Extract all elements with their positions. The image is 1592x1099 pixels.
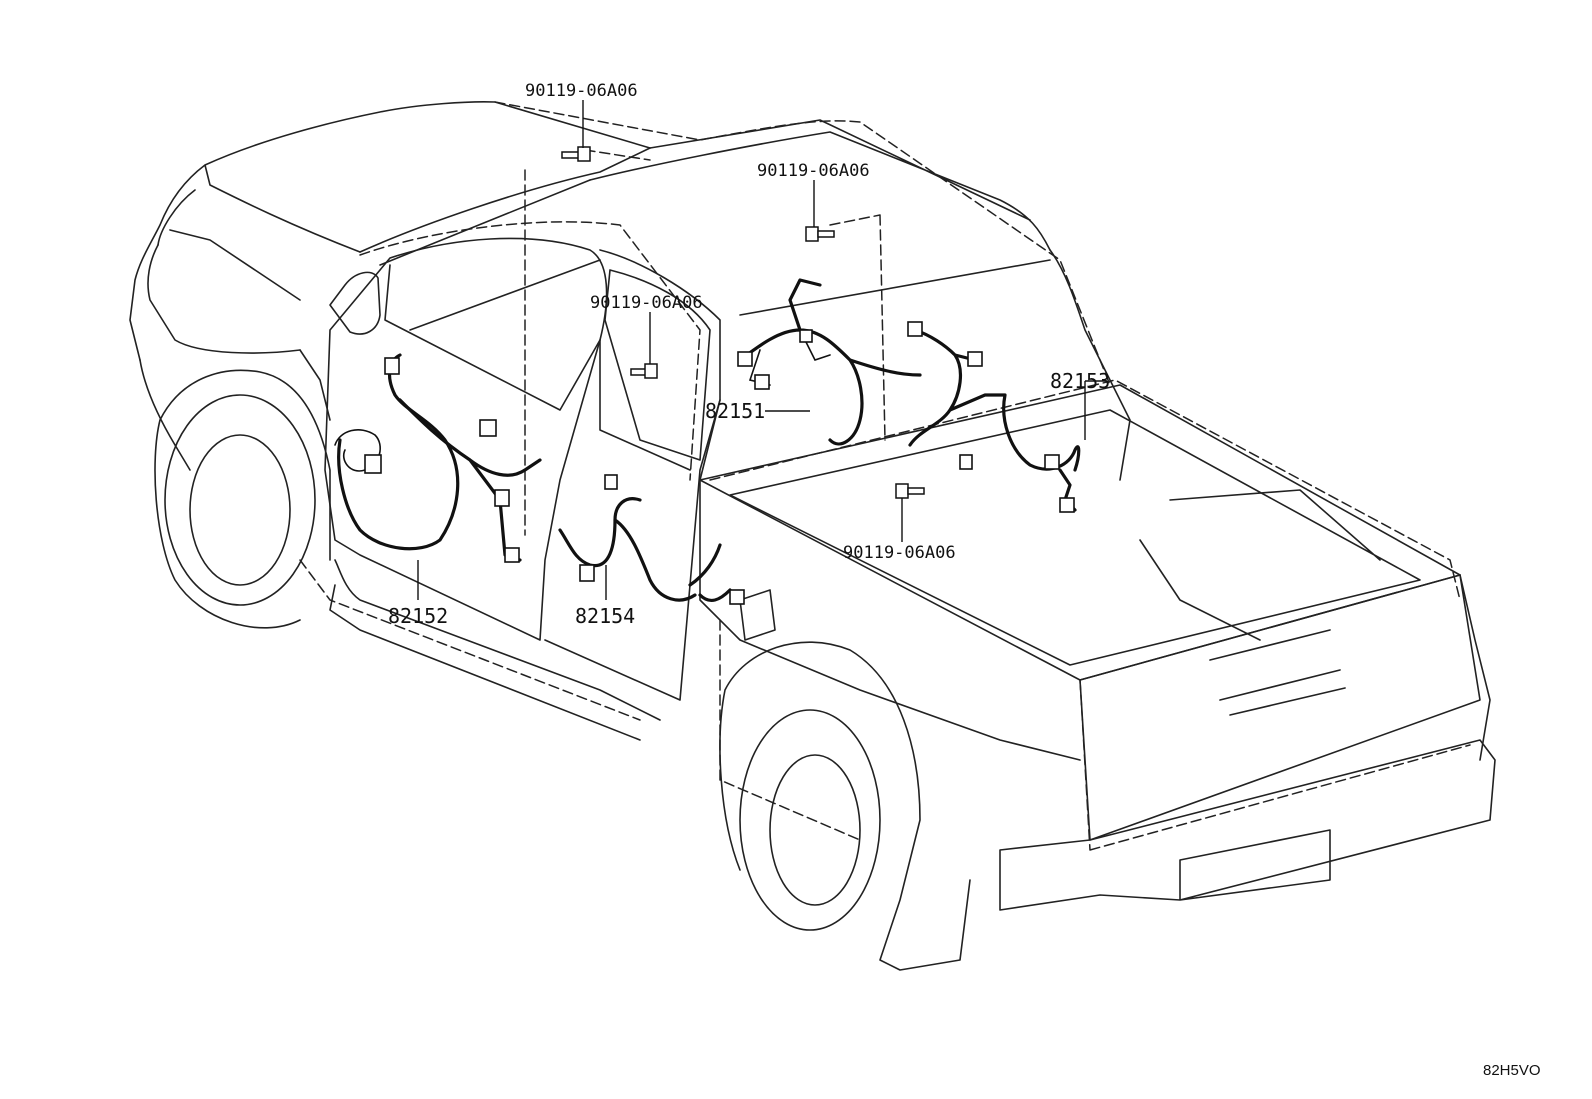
connector [737,351,753,367]
connector [579,564,595,582]
label-bolt-top: 90119-06A06 [525,81,638,101]
connector [799,329,813,343]
running-board [329,559,661,741]
rear-wheel-arch [719,641,971,971]
connector [1059,497,1075,513]
connector [1044,454,1060,470]
dashed-front-door [359,221,701,481]
rear-wheel-outer [739,709,881,931]
harness-82154-ext [688,543,732,603]
connector [384,357,400,375]
dashed-body-lower [299,559,861,841]
bolt-rear [895,483,925,499]
label-82154: 82154 [575,604,635,628]
dashed-tailgate [1079,679,1471,851]
rear-bumper [999,739,1496,911]
connector [754,374,770,390]
bed-wall [699,399,1491,761]
tailgate [1079,574,1481,841]
bed-inner [729,409,1421,666]
connector [604,474,618,490]
reference-lines [299,101,1471,851]
bed-side [699,384,1461,681]
bolts [561,146,925,499]
diagram-code: 82H5VO [1483,1062,1541,1079]
bolt-roof [805,226,835,242]
label-82151: 82151 [705,399,765,423]
bolt-head [577,146,591,162]
leader-lines [417,100,1107,600]
connector [907,321,923,337]
rear-wheel-inner [769,754,861,906]
fuel-door [739,589,776,641]
bolt-head [895,483,909,499]
dashed-bed-rail [709,379,1461,601]
harness-82152-front-door [334,353,542,563]
connector [364,454,382,474]
label-bolt-roof: 90119-06A06 [757,161,870,181]
connector [504,547,520,563]
bolt-shank [817,230,835,238]
harness-82152-branch [398,398,542,562]
bolt-head [644,363,658,379]
harness-82153-cab-back [907,321,1081,513]
front-door-window [384,259,601,411]
hood-outline [129,101,651,361]
dashed-roof-outline [494,101,1111,386]
bolt-pillar [630,363,658,379]
rear-door-window [604,269,711,461]
bolt-shank [907,487,925,495]
connector [959,454,973,470]
label-82152: 82152 [388,604,448,628]
connector [967,351,983,367]
harness-82151-main [738,278,922,446]
label-bolt-rear: 90119-06A06 [843,543,956,563]
front-door [324,237,608,641]
labels: 90119-06A06 90119-06A06 90119-06A06 9011… [388,81,1541,1079]
label-bolt-pillar: 90119-06A06 [590,293,703,313]
harness-82154-rear-door [558,474,745,605]
rear-door [544,249,721,701]
harness-82151-roof [737,278,922,446]
harness-82152-main [337,353,460,551]
bolt-top [561,146,591,162]
front-wheel-outer [164,394,316,606]
front-wheel-inner [189,434,291,586]
front-bumper [139,349,331,471]
grille-outline [147,229,301,354]
dashed-cab-left [524,149,651,536]
dashed-cab-right [829,214,886,441]
harness-82154-main [558,497,697,602]
bolt-head [805,226,819,242]
mirror [329,271,381,335]
connector [479,419,497,437]
vehicle-body [129,101,1496,971]
windshield [359,147,651,266]
front-wheel-arch [154,369,331,629]
label-82153: 82153 [1050,369,1110,393]
connector [729,589,745,605]
connector [494,489,510,507]
